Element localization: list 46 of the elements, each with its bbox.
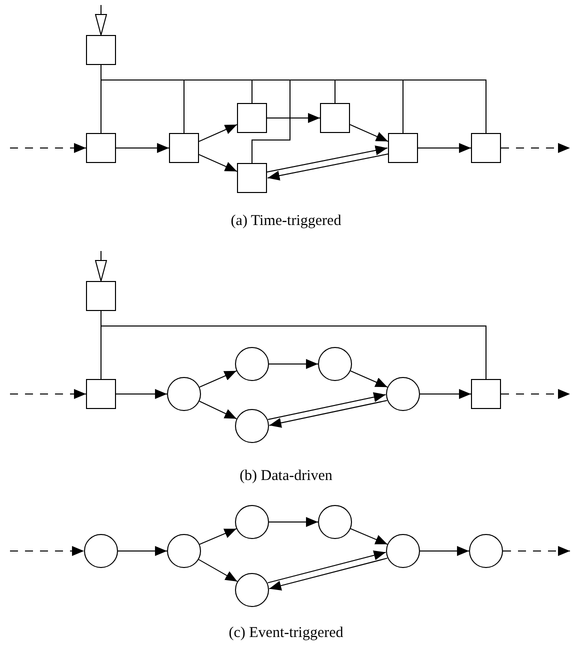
- trigger-box: [86, 281, 116, 311]
- process-box: [237, 103, 267, 133]
- arrow: [95, 4, 107, 36]
- arrow: [198, 559, 238, 582]
- arrow: [198, 154, 238, 172]
- figure-caption: (b) Data-driven: [240, 467, 332, 486]
- arrow: [267, 550, 386, 584]
- arrow: [420, 389, 472, 399]
- dashed-arrow: [502, 546, 570, 556]
- arrow: [350, 528, 388, 545]
- arrow: [198, 124, 238, 142]
- arrow: [116, 143, 170, 153]
- figure-caption: (c) Event-triggered: [228, 624, 344, 643]
- dashed-arrow: [10, 389, 86, 399]
- arrow: [268, 517, 318, 527]
- arrow: [95, 250, 107, 282]
- arrow: [268, 400, 388, 428]
- figure-caption: (a) Time-triggered: [230, 212, 342, 231]
- process-box: [471, 133, 501, 163]
- process-box: [388, 133, 418, 163]
- arrow: [268, 558, 388, 591]
- arrow: [199, 528, 237, 545]
- process-box: [471, 379, 501, 409]
- arrow: [420, 546, 470, 556]
- arrow: [116, 389, 168, 399]
- arrow: [268, 359, 318, 369]
- arrow: [199, 370, 237, 388]
- dashed-arrow: [500, 143, 570, 153]
- arrow: [266, 113, 320, 123]
- arrow: [198, 400, 238, 420]
- dashed-arrow: [500, 389, 570, 399]
- process-box: [169, 133, 199, 163]
- process-box: [320, 103, 350, 133]
- arrow: [118, 546, 168, 556]
- arrow: [418, 143, 472, 153]
- process-box: [86, 133, 116, 163]
- dashed-arrow: [10, 143, 86, 153]
- trigger-box: [86, 35, 116, 65]
- arrow: [268, 392, 386, 420]
- dashed-arrow: [10, 546, 84, 556]
- arrow: [350, 124, 388, 142]
- process-box: [237, 163, 267, 193]
- process-box: [86, 379, 116, 409]
- arrow: [267, 153, 390, 181]
- arrow: [350, 370, 388, 388]
- arrow: [266, 145, 388, 173]
